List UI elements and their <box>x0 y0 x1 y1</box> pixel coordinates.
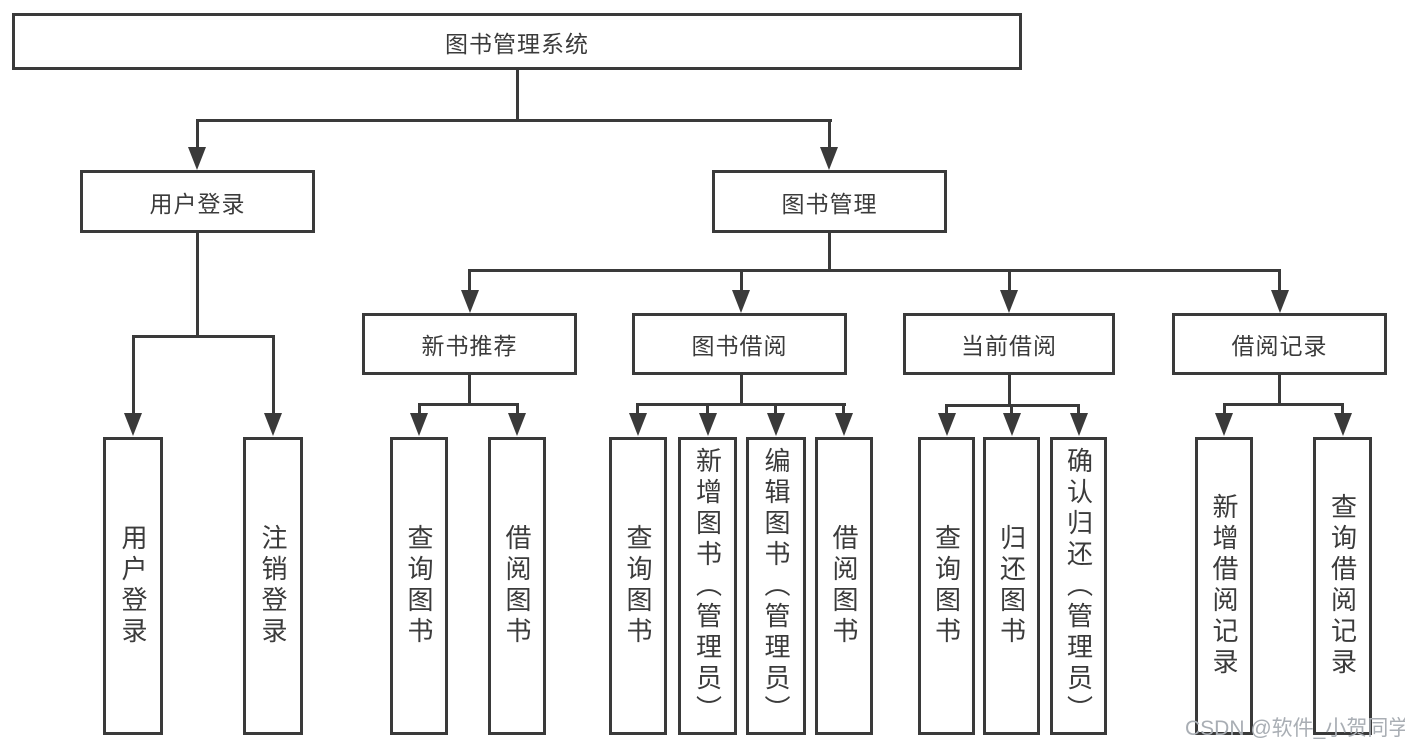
connector-line <box>418 403 421 415</box>
connector-line <box>1278 269 1281 293</box>
leaf-edit-books-admin: 编辑图书（管理员） <box>746 437 806 735</box>
connector-line <box>132 335 135 415</box>
connector-line <box>706 403 709 415</box>
connector-line <box>1008 269 1011 293</box>
leaf-borrow-books-recommend: 借阅图书 <box>488 437 546 735</box>
leaf-user-login: 用户登录 <box>103 437 163 735</box>
arrow-down-icon <box>820 147 838 170</box>
connector-line <box>1223 403 1226 415</box>
connector-line <box>636 403 639 415</box>
node-library-management-system: 图书管理系统 <box>12 13 1022 70</box>
connector-line <box>1008 375 1011 406</box>
arrow-down-icon <box>508 413 526 436</box>
connector-line <box>774 403 777 415</box>
node-book-borrowing: 图书借阅 <box>632 313 847 375</box>
leaf-label: 编辑图书（管理员） <box>761 446 791 726</box>
arrow-down-icon <box>188 147 206 170</box>
leaf-label: 查询图书 <box>404 524 434 648</box>
leaf-query-books-current: 查询图书 <box>918 437 975 735</box>
arrow-down-icon <box>264 413 282 436</box>
leaf-label: 查询图书 <box>931 524 962 648</box>
connector-line <box>740 269 743 293</box>
connector-line <box>468 375 471 405</box>
node-user-login: 用户登录 <box>80 170 315 233</box>
leaf-return-books: 归还图书 <box>983 437 1040 735</box>
arrow-down-icon <box>1070 413 1088 436</box>
connector-line <box>828 119 831 148</box>
connector-line <box>828 233 831 271</box>
connector-line <box>1010 404 1013 415</box>
connector-line <box>1223 403 1344 406</box>
connector-line <box>196 119 199 148</box>
arrow-down-icon <box>835 413 853 436</box>
arrow-down-icon <box>699 413 717 436</box>
arrow-down-icon <box>1271 290 1289 313</box>
leaf-label: 新增图书（管理员） <box>692 446 723 726</box>
node-label: 新书推荐 <box>421 333 518 359</box>
connector-line <box>468 269 1281 272</box>
leaf-label: 归还图书 <box>996 524 1027 648</box>
node-label: 图书借阅 <box>691 333 788 359</box>
arrow-down-icon <box>461 290 479 313</box>
connector-line <box>196 233 199 337</box>
node-label: 图书管理系统 <box>445 30 589 57</box>
leaf-borrow-books: 借阅图书 <box>815 437 873 735</box>
node-current-borrowing: 当前借阅 <box>903 313 1115 375</box>
connector-line <box>842 403 845 415</box>
node-borrowing-records: 借阅记录 <box>1172 313 1387 375</box>
node-label: 当前借阅 <box>961 333 1057 359</box>
connector-line <box>468 269 471 293</box>
leaf-logout: 注销登录 <box>243 437 303 735</box>
leaf-query-borrow-record: 查询借阅记录 <box>1313 437 1372 735</box>
node-label: 用户登录 <box>149 190 246 217</box>
node-label: 图书管理 <box>781 190 878 217</box>
arrow-down-icon <box>1003 413 1021 436</box>
leaf-confirm-return-admin: 确认归还（管理员） <box>1050 437 1107 735</box>
arrow-down-icon <box>410 413 428 436</box>
arrow-down-icon <box>732 290 750 313</box>
arrow-down-icon <box>938 413 956 436</box>
arrow-down-icon <box>767 413 785 436</box>
connector-line <box>132 335 275 338</box>
leaf-add-books-admin: 新增图书（管理员） <box>678 437 737 735</box>
leaf-label: 新增借阅记录 <box>1209 493 1239 679</box>
leaf-label: 借阅图书 <box>502 524 532 648</box>
arrow-down-icon <box>1215 413 1233 436</box>
leaf-query-books-recommend: 查询图书 <box>390 437 448 735</box>
node-new-book-recommend: 新书推荐 <box>362 313 577 375</box>
connector-line <box>945 404 948 415</box>
connector-line <box>740 375 743 405</box>
leaf-label: 确认归还（管理员） <box>1063 446 1094 726</box>
connector-line <box>196 119 832 122</box>
leaf-label: 用户登录 <box>118 524 148 648</box>
node-book-management: 图书管理 <box>712 170 947 233</box>
leaf-label: 查询图书 <box>623 524 653 648</box>
csdn-watermark: CSDN @软件_小贺同学 <box>1185 717 1405 740</box>
leaf-query-books-borrowing: 查询图书 <box>609 437 667 735</box>
leaf-label: 查询借阅记录 <box>1327 493 1358 679</box>
connector-line <box>1341 403 1344 415</box>
leaf-add-borrow-record: 新增借阅记录 <box>1195 437 1253 735</box>
connector-line <box>516 403 519 415</box>
arrow-down-icon <box>124 413 142 436</box>
connector-line <box>272 335 275 415</box>
arrow-down-icon <box>629 413 647 436</box>
leaf-label: 借阅图书 <box>829 524 859 648</box>
connector-line <box>1077 404 1080 415</box>
connector-line <box>636 403 846 406</box>
arrow-down-icon <box>1000 290 1018 313</box>
connector-line <box>516 70 519 121</box>
arrow-down-icon <box>1334 413 1352 436</box>
node-label: 借阅记录 <box>1231 333 1328 359</box>
connector-line <box>418 403 519 406</box>
connector-line <box>1278 375 1281 405</box>
leaf-label: 注销登录 <box>258 524 288 648</box>
